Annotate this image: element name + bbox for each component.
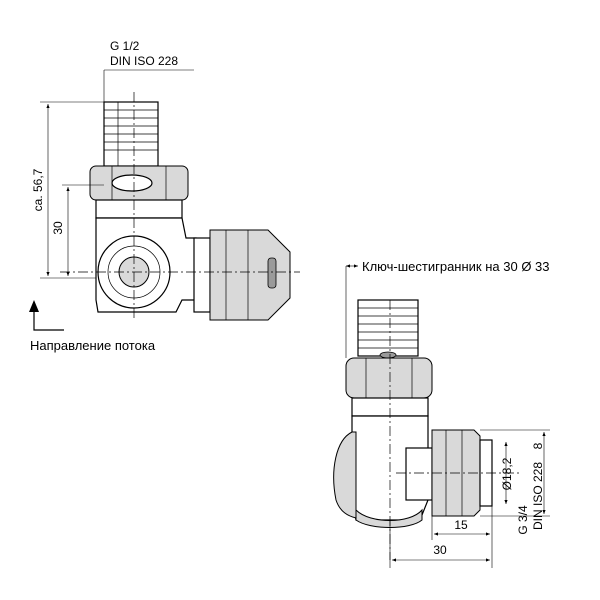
left-body-neck (95, 199, 183, 219)
left-height-dimension: ca. 56,7 (31, 168, 45, 211)
left-thread-label-2: DIN ISO 228 (110, 54, 178, 68)
right-bottom-rim (355, 508, 423, 528)
right-diameter-dimension: Ø18,2 (500, 457, 514, 490)
left-valve-view: G 1/2 DIN ISO 228 ca. 56,7 30 Направлени… (29, 39, 300, 353)
left-thread-lines (104, 102, 158, 166)
left-side-slot (267, 257, 277, 289)
right-indicator-mark (379, 351, 397, 359)
right-hex-nut (345, 357, 433, 399)
right-side-lobe (333, 431, 357, 519)
left-30-dimension: 30 (51, 221, 65, 235)
right-side-hex (405, 447, 433, 501)
flow-direction-label: Направление потока (30, 338, 156, 353)
right-thread-lines (358, 307, 418, 349)
right-15-dimension: 15 (454, 518, 468, 532)
right-valve-view: Ключ-шестигранник на 30 Ø 33 (333, 259, 550, 568)
right-thread-label-3: 8 (531, 442, 545, 449)
left-thread-label-1: G 1/2 (110, 39, 140, 53)
right-thread-label-2: DIN ISO 228 (531, 462, 545, 530)
flow-direction-arrow (29, 300, 64, 331)
left-nut-washer (111, 174, 153, 192)
right-thread-label-1: G 3/4 (516, 505, 530, 535)
right-top-nipple (357, 299, 419, 357)
wrench-label: Ключ-шестигранник на 30 Ø 33 (362, 259, 550, 274)
left-side-nut (209, 229, 291, 321)
left-side-collar (193, 237, 211, 313)
right-30-dimension: 30 (433, 543, 447, 557)
